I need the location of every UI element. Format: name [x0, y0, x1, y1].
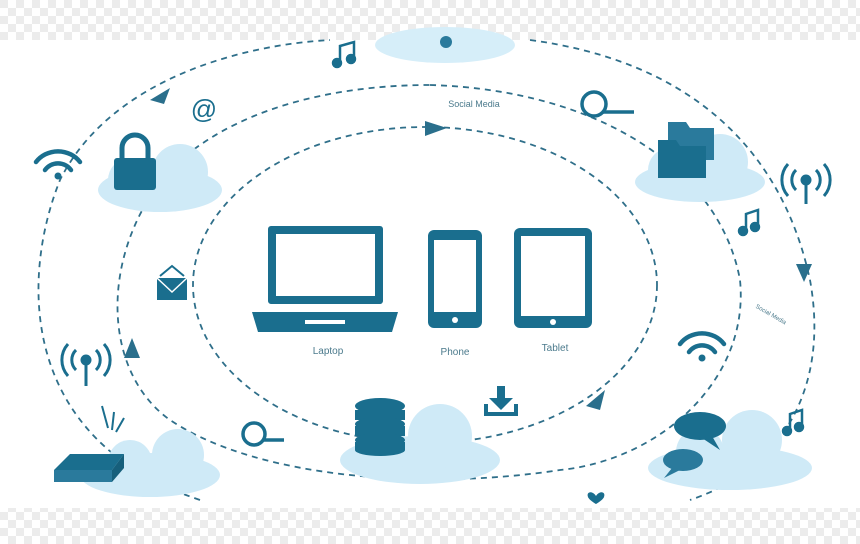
tablet-icon: [514, 228, 592, 328]
music-note-icon-bottom: [781, 408, 805, 437]
lock-icon: [114, 132, 156, 190]
folder-icon: [658, 122, 714, 178]
arrow-right: [796, 264, 812, 282]
at-sign-icon: @: [191, 94, 217, 124]
music-note-icon-right: [737, 208, 761, 237]
arrow-top-left: [150, 88, 170, 104]
middle-ring: [116, 84, 742, 481]
tablet-label: Tablet: [542, 343, 569, 354]
wifi-icon: [33, 149, 83, 180]
music-note-icon: [331, 40, 357, 69]
chat-bubbles-icon: [663, 412, 726, 478]
router-icon: [54, 405, 125, 482]
wifi-icon-right: [677, 331, 727, 362]
search-icon: [580, 90, 634, 118]
flow-arrows: [124, 88, 812, 410]
antenna-icon-right: [780, 163, 832, 204]
phone-label: Phone: [441, 347, 470, 358]
social-media-label-middle: Social Media: [448, 99, 500, 109]
phone-icon: [428, 230, 482, 328]
arrow-bottom-right: [586, 390, 605, 410]
antenna-icon: [60, 343, 112, 386]
heart-icon: [587, 492, 605, 504]
search-icon-bottom: [241, 421, 284, 447]
email-icon: [156, 264, 188, 300]
gear-icon: [440, 36, 452, 48]
arrow-left: [124, 338, 140, 358]
database-icon: [355, 398, 405, 456]
laptop-label: Laptop: [313, 346, 344, 357]
download-icon: [484, 386, 518, 416]
laptop-icon: [252, 226, 398, 332]
arrow-inner-top: [425, 121, 447, 136]
